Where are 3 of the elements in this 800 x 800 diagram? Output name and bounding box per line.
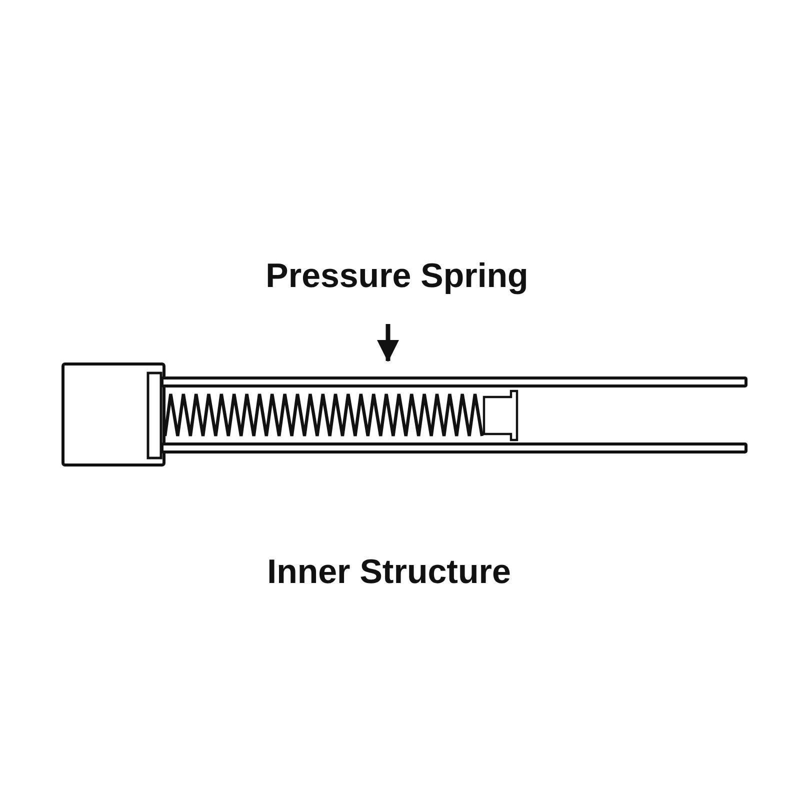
caption: Inner Structure (267, 552, 511, 592)
arrow (377, 324, 399, 362)
part-label: Pressure Spring (266, 256, 528, 296)
